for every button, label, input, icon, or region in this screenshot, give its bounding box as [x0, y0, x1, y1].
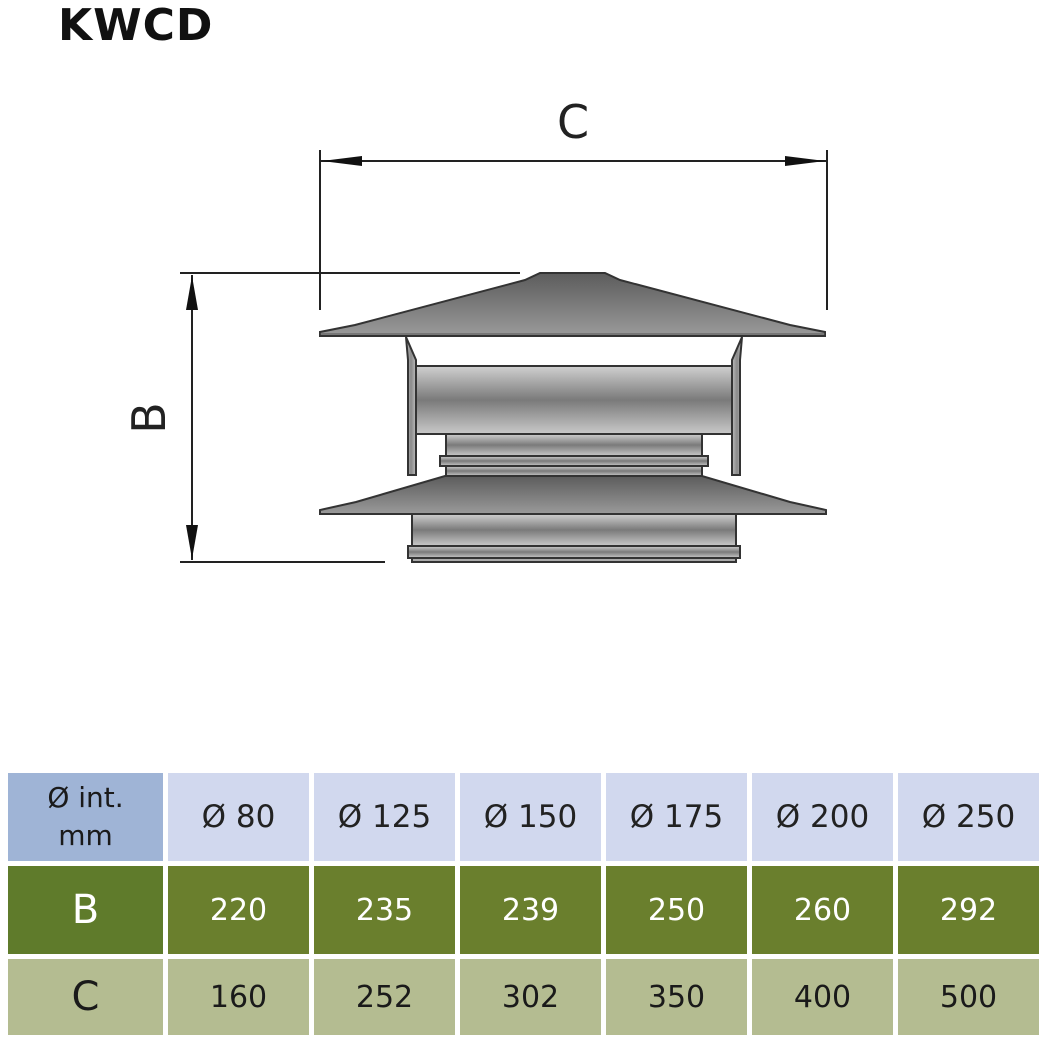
row-label-b: B [8, 866, 163, 954]
dimension-b-label: B [122, 402, 176, 434]
header-diameter: Ø 150 [460, 773, 601, 861]
header-diameter: Ø 80 [168, 773, 309, 861]
header-internal-diameter: Ø int. mm [8, 773, 163, 861]
table-row-c: C 160 252 302 350 400 500 [8, 959, 1039, 1035]
table-row-b: B 220 235 239 250 260 292 [8, 866, 1039, 954]
table-cell: 239 [460, 866, 601, 954]
table-cell: 292 [898, 866, 1039, 954]
table-cell: 500 [898, 959, 1039, 1035]
table-cell: 260 [752, 866, 893, 954]
dimension-b: B [122, 272, 520, 563]
header-line-1: Ø int. [47, 781, 124, 815]
table-cell: 235 [314, 866, 455, 954]
table-cell: 252 [314, 959, 455, 1035]
header-diameter: Ø 175 [606, 773, 747, 861]
dimension-c: C [319, 95, 828, 310]
table-cell: 350 [606, 959, 747, 1035]
dimension-c-label: C [557, 95, 589, 149]
table-cell: 302 [460, 959, 601, 1035]
row-label-c: C [8, 959, 163, 1035]
chimney-cap-drawing: C B [122, 95, 828, 563]
header-diameter: Ø 125 [314, 773, 455, 861]
dimensions-table: Ø int. mm Ø 80 Ø 125 Ø 150 Ø 175 Ø 200 Ø… [3, 768, 1044, 1040]
header-diameter: Ø 200 [752, 773, 893, 861]
header-line-2: mm [58, 819, 113, 852]
page-title: KWCD [58, 0, 214, 51]
table-cell: 400 [752, 959, 893, 1035]
table-cell: 160 [168, 959, 309, 1035]
table-cell: 220 [168, 866, 309, 954]
table-header-row: Ø int. mm Ø 80 Ø 125 Ø 150 Ø 175 Ø 200 Ø… [8, 773, 1039, 861]
table-cell: 250 [606, 866, 747, 954]
chimney-cap [319, 272, 827, 563]
header-diameter: Ø 250 [898, 773, 1039, 861]
